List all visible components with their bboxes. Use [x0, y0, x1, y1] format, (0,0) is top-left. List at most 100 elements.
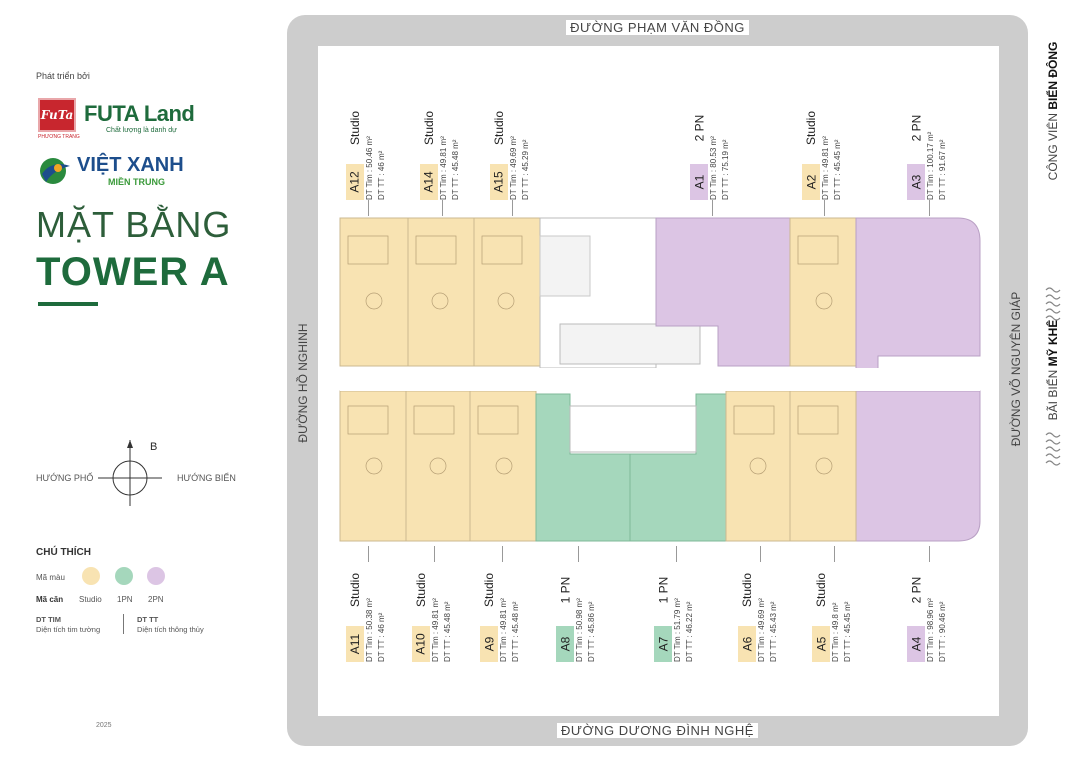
unit-type: Studio	[346, 100, 364, 156]
note-dt-tt: DT TT Diện tích thông thủy	[137, 615, 204, 635]
unit-area-tim: DT Tim : 50.98 m²	[575, 598, 584, 662]
page-title-line2: TOWER A	[36, 250, 230, 294]
legend-swatch-2pn	[147, 567, 165, 585]
futa-brand-name: FUTA Land	[84, 101, 195, 126]
unit-code-box: A2	[802, 164, 820, 200]
unit-area-tim: DT Tim : 98.96 m²	[926, 598, 935, 662]
park-name: BIỂN ĐÔNG	[1046, 41, 1060, 110]
viet-xanh-sub: MIỀN TRUNG	[108, 177, 165, 187]
unit-a3[interactable]	[855, 217, 981, 372]
note-dt-tim: DT TIM Diện tích tim tường	[36, 615, 100, 635]
unit-a4[interactable]	[855, 390, 981, 542]
legend-color-label: Mã màu	[36, 573, 65, 582]
unit-type: Studio	[420, 100, 438, 156]
unit-type-text: Studio	[422, 110, 436, 146]
unit-code: A10	[414, 633, 429, 655]
unit-area-tim: DT Tim : 49.81 m²	[431, 598, 440, 662]
unit-a15[interactable]	[473, 217, 541, 367]
unit-code: A2	[804, 174, 818, 190]
footer-year: 2025	[96, 722, 112, 729]
futa-slogan: Chất lượng là danh dự	[106, 127, 177, 134]
beach-label: BÃI BIỂN MỸ KHÊ	[1046, 320, 1060, 421]
leader-line	[929, 546, 930, 562]
unit-a14[interactable]	[407, 217, 475, 367]
unit-area-tim: DT Tim : 100.17 m²	[926, 131, 935, 200]
unit-a2[interactable]	[789, 217, 857, 367]
beach-prefix: BÃI BIỂN	[1046, 369, 1060, 421]
unit-type: Studio	[812, 562, 830, 618]
unit-code-box: A7	[654, 626, 672, 662]
void-core	[569, 405, 697, 453]
developer-label: Phát triển bởi	[36, 71, 90, 81]
leader-line	[502, 546, 503, 562]
unit-area-tt: DT TT : 45.45 m²	[833, 139, 842, 200]
corridor	[340, 368, 980, 391]
unit-type-text: Studio	[804, 110, 818, 146]
unit-a10[interactable]	[405, 390, 471, 542]
unit-code-box: A5	[812, 626, 830, 662]
unit-area-tim: DT Tim : 49.69 m²	[757, 598, 766, 662]
unit-area-tt: DT TT : 45.86 m²	[587, 601, 596, 662]
unit-a5[interactable]	[789, 390, 857, 542]
unit-code: A8	[558, 636, 572, 652]
unit-type-text: 1 PN	[558, 576, 572, 604]
unit-type: 1 PN	[556, 562, 574, 618]
unit-a9[interactable]	[469, 390, 537, 542]
unit-code-box: A6	[738, 626, 756, 662]
unit-area-tt: DT TT : 45.48 m²	[443, 601, 452, 662]
unit-a6[interactable]	[725, 390, 791, 542]
leader-line	[442, 200, 443, 216]
unit-type-text: Studio	[348, 110, 362, 146]
leader-line	[824, 200, 825, 216]
unit-type-text: Studio	[348, 572, 362, 608]
unit-area-tt: DT TT : 91.67 m²	[938, 139, 947, 200]
unit-code-box: A4	[907, 626, 925, 662]
unit-type-text: 2 PN	[909, 576, 923, 604]
unit-type-text: Studio	[740, 572, 754, 608]
unit-code-box: A12	[346, 164, 364, 200]
unit-code-box: A14	[420, 164, 438, 200]
legend-item-2pn: 2PN	[148, 595, 164, 604]
unit-type-text: 1 PN	[656, 576, 670, 604]
futa-logo-mark: FuTa	[38, 98, 76, 132]
unit-area-tt: DT TT : 46 m²	[377, 150, 386, 200]
compass-north-label: B	[150, 441, 158, 453]
unit-area-tim: DT Tim : 50.38 m²	[365, 598, 374, 662]
unit-a12[interactable]	[339, 217, 409, 367]
legend-swatch-studio	[82, 567, 100, 585]
unit-type: Studio	[412, 562, 430, 618]
unit-area-tim: DT Tim : 49.69 m²	[509, 136, 518, 200]
unit-a11[interactable]	[339, 390, 407, 542]
unit-area-tt: DT TT : 46.22 m²	[685, 601, 694, 662]
unit-code: A12	[348, 171, 363, 193]
unit-area-tt: DT TT : 45.48 m²	[511, 601, 520, 662]
unit-type: Studio	[802, 100, 820, 156]
leader-line	[434, 546, 435, 562]
beach-name: MỸ KHÊ	[1046, 319, 1060, 367]
leader-line	[834, 546, 835, 562]
futa-mark-sub: PHƯƠNG TRANG	[38, 134, 80, 140]
legend-item-studio: Studio	[79, 595, 102, 604]
legend-code-label: Mã căn	[36, 595, 64, 604]
unit-area-tim: DT Tim : 51.79 m²	[673, 598, 682, 662]
